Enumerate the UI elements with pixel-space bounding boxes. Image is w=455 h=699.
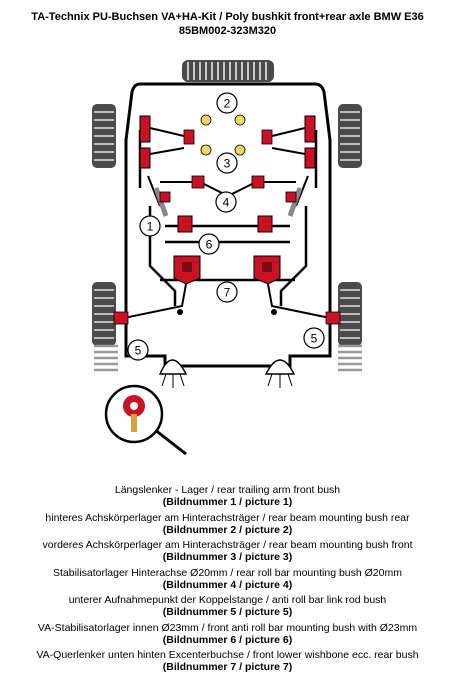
rear-left-wheel-icon — [92, 104, 116, 168]
legend-picture-ref: (Bildnummer 4 / picture 4) — [162, 578, 293, 591]
legend-entry-4: Stabilisatorlager Hinterachse Ø20mm / re… — [0, 567, 455, 591]
legend-picture-ref: (Bildnummer 6 / picture 6) — [162, 633, 293, 646]
legend-desc: vorderes Achskörperlager am Hinterachstr… — [42, 539, 413, 551]
callout-5-left: 5 — [127, 339, 149, 361]
right-spring-icon — [338, 344, 362, 372]
svg-text:7: 7 — [224, 286, 231, 300]
page-title: TA-Technix PU-Buchsen VA+HA-Kit / Poly b… — [0, 10, 455, 38]
left-spring-icon — [94, 344, 118, 372]
callout-3: 3 — [216, 152, 238, 174]
legend: Längslenker - Lager / rear trailing arm … — [0, 484, 455, 677]
legend-entry-2: hinteres Achskörperlager am Hinterachstr… — [0, 512, 455, 536]
svg-text:3: 3 — [224, 157, 231, 171]
legend-picture-ref: (Bildnummer 3 / picture 3) — [162, 551, 293, 563]
svg-text:4: 4 — [223, 196, 230, 210]
callout-4: 4 — [215, 191, 237, 213]
magnifier-icon — [104, 384, 187, 456]
svg-text:6: 6 — [206, 238, 213, 252]
front-left-wheel-icon — [92, 282, 116, 346]
legend-entry-1: Längslenker - Lager / rear trailing arm … — [0, 484, 455, 508]
left-engine-cone-icon — [158, 359, 188, 388]
svg-text:1: 1 — [147, 220, 154, 234]
legend-entry-3: vorderes Achskörperlager am Hinterachstr… — [0, 539, 455, 563]
callout-5-right: 5 — [303, 327, 325, 349]
callout-7: 7 — [216, 281, 238, 303]
svg-text:5: 5 — [311, 332, 318, 346]
legend-desc: unterer Aufnahmepunkt der Koppelstange /… — [68, 594, 387, 606]
title-line-2: 85BM002-323M320 — [178, 25, 277, 37]
legend-picture-ref: (Bildnummer 1 / picture 1) — [162, 496, 293, 508]
svg-text:2: 2 — [224, 97, 231, 111]
callout-1: 1 — [139, 215, 161, 237]
legend-desc: Längslenker - Lager / rear trailing arm … — [114, 484, 341, 496]
legend-desc: VA-Querlenker unten hinten Excenterbuchs… — [36, 649, 419, 661]
legend-entry-6: VA-Stabilisatorlager innen Ø23mm / front… — [0, 622, 455, 646]
front-right-wheel-icon — [338, 282, 362, 346]
rear-right-wheel-icon — [338, 104, 362, 168]
legend-entry-7: VA-Querlenker unten hinten Excenterbuchs… — [0, 649, 455, 673]
legend-desc: VA-Stabilisatorlager innen Ø23mm / front… — [37, 621, 418, 634]
callout-2: 2 — [216, 92, 238, 114]
svg-text:5: 5 — [135, 344, 142, 358]
legend-picture-ref: (Bildnummer 7 / picture 7) — [162, 661, 293, 673]
title-line-1: TA-Technix PU-Buchsen VA+HA-Kit / Poly b… — [31, 11, 424, 23]
legend-desc: hinteres Achskörperlager am Hinterachstr… — [45, 511, 410, 524]
legend-desc: Stabilisatorlager Hinterachse Ø20mm / re… — [53, 566, 402, 579]
legend-entry-5: unterer Aufnahmepunkt der Koppelstange /… — [0, 594, 455, 618]
legend-picture-ref: (Bildnummer 5 / picture 5) — [162, 606, 293, 618]
suspension-diagram: 2 3 4 1 6 7 5 5 — [92, 60, 362, 456]
right-engine-cone-icon — [264, 359, 296, 388]
spare-tire-icon — [182, 60, 274, 82]
legend-picture-ref: (Bildnummer 2 / picture 2) — [162, 523, 293, 536]
callout-6: 6 — [198, 233, 220, 255]
